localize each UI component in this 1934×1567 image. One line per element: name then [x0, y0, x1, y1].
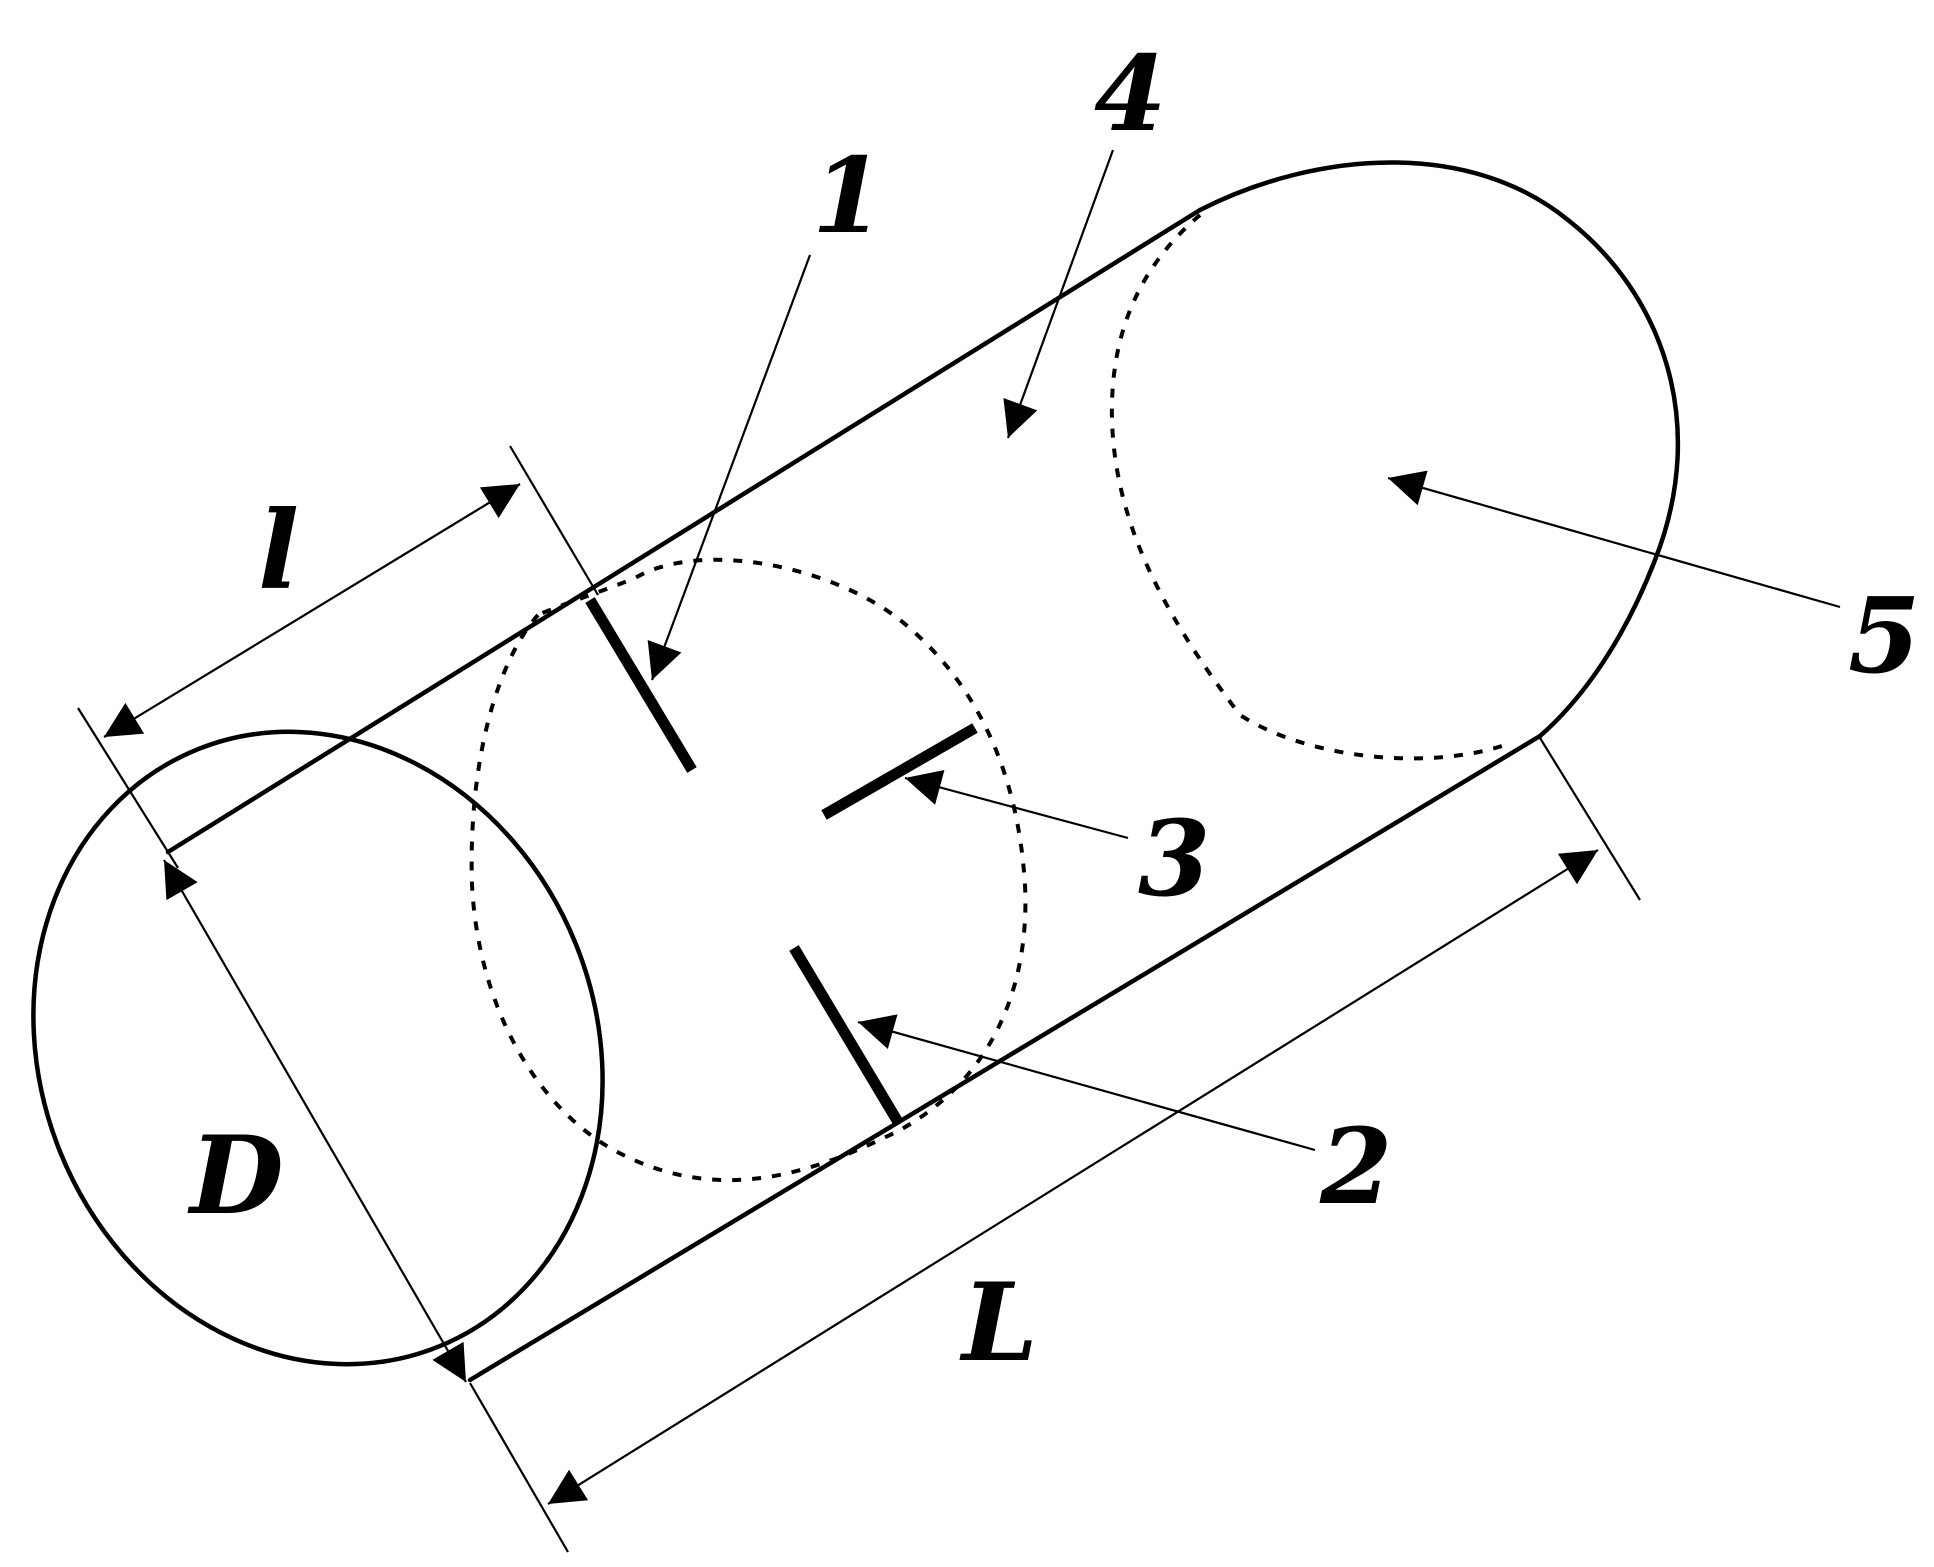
- plate-1: [585, 597, 697, 773]
- rear-dashed-arc: [1109, 213, 1506, 761]
- part-numbers: 1 2 3 4 5: [812, 32, 1920, 1228]
- leader-3: [904, 769, 1129, 840]
- leader-2: [857, 1014, 1316, 1152]
- dimension-d: D: [163, 859, 467, 1383]
- extension-line-big-l-right: [1539, 737, 1641, 901]
- dim-label-d: D: [187, 1113, 284, 1239]
- part-label-1: 1: [812, 134, 884, 257]
- middle-dashed-circle: [469, 557, 1028, 1183]
- part-label-2: 2: [1319, 1105, 1392, 1228]
- dimension-l: l: [77, 445, 599, 869]
- extension-line-big-l-left: [469, 1382, 569, 1553]
- plates: [585, 597, 978, 1125]
- dim-label-l: l: [258, 488, 299, 614]
- part-label-5: 5: [1848, 574, 1920, 697]
- dimension-line-big-l: [547, 849, 1599, 1505]
- dimension-line-l: [103, 483, 521, 738]
- leader-5: [1387, 470, 1841, 609]
- dimension-big-l: L: [469, 737, 1641, 1553]
- extension-line-l-left: [77, 707, 179, 869]
- rear-end-face: [1197, 160, 1681, 739]
- plate-2: [789, 945, 903, 1125]
- dim-label-big-l: L: [959, 1260, 1038, 1386]
- leader-4: [1003, 149, 1115, 439]
- part-label-4: 4: [1094, 32, 1166, 155]
- top-generatrix: [165, 207, 1203, 855]
- dimension-line-d: [163, 859, 467, 1383]
- part-label-3: 3: [1138, 797, 1210, 920]
- plate-3: [821, 723, 978, 820]
- extension-line-l-right: [509, 445, 599, 596]
- leader-1: [647, 254, 812, 681]
- front-end-face: [31, 729, 605, 1367]
- hidden-edges: [469, 213, 1506, 1183]
